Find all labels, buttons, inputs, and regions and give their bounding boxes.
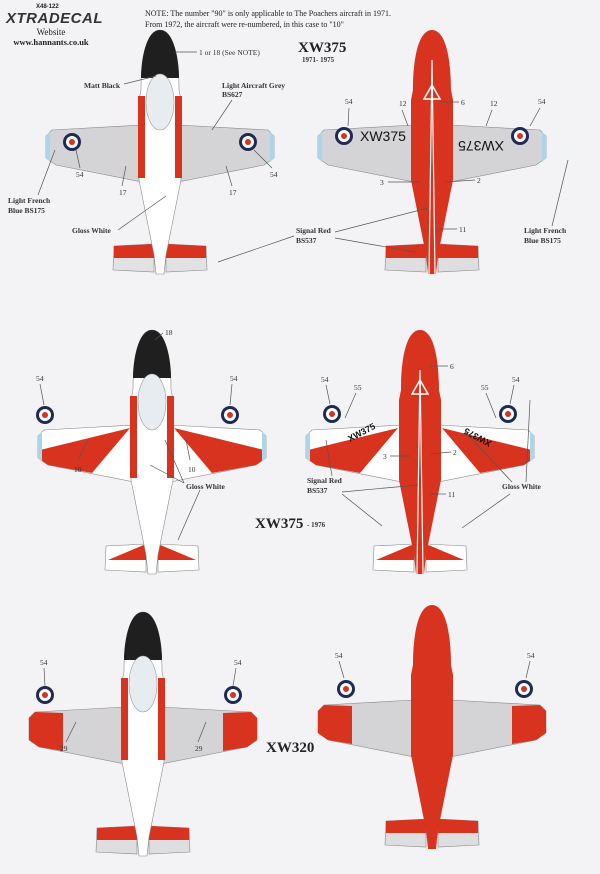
- callout-54: 54: [512, 375, 520, 384]
- roundel-icon: [36, 406, 54, 424]
- roundel-icon: [499, 405, 517, 423]
- scheme3-top-callouts: 54 54 29 29: [40, 658, 242, 753]
- brand-logo: X48-122 XTRADECAL Website www.hannants.c…: [6, 4, 103, 47]
- callout-29: 29: [60, 744, 68, 753]
- callout-white: Gloss White: [502, 482, 541, 491]
- callout-blue: Light French: [524, 226, 567, 235]
- roundel-icon: [323, 405, 341, 423]
- kit-number: X48-122: [36, 4, 59, 10]
- scheme2-bottom-callouts: 6 54 55 55 54 3 2 Signal Red BS537 11 Gl…: [307, 362, 541, 529]
- callout-red: Signal Red: [307, 476, 343, 485]
- callout-2: 2: [453, 448, 457, 457]
- roundel-icon: [224, 686, 242, 704]
- roundel-icon: [221, 406, 239, 424]
- scheme-title: XW375: [298, 40, 346, 56]
- callout-54: 54: [335, 651, 343, 660]
- callout-54: 54: [76, 170, 84, 179]
- aircraft-xw375-71-75-top: [45, 29, 275, 275]
- aircraft-xw375-1976-top: [36, 329, 267, 575]
- callout-54: 54: [230, 374, 238, 383]
- note-text: NOTE: The number "90" is only applicable…: [145, 8, 391, 30]
- callout-blue: Light French: [8, 196, 51, 205]
- callout-55: 55: [481, 383, 489, 392]
- callout-matt-black: Matt Black: [84, 81, 121, 90]
- callout-54: 54: [36, 374, 44, 383]
- roundel-icon: [239, 133, 257, 151]
- scheme-years: 1971- 1975: [302, 56, 335, 64]
- callout-6: 6: [450, 362, 454, 371]
- callout-18: 18: [165, 328, 173, 337]
- website-label: Website: [36, 27, 66, 37]
- wing-serial-left: XW375: [360, 128, 406, 144]
- callout-6: 6: [461, 98, 465, 107]
- callout-grey-bs: BS627: [222, 90, 243, 99]
- aircraft-xw375-1976-underside: XW375 XW375: [305, 330, 535, 575]
- scheme-years: - 1976: [307, 521, 326, 529]
- callout-3: 3: [380, 178, 384, 187]
- callout-3: 3: [383, 452, 387, 461]
- aircraft-xw375-71-75-underside: XW375 XW375: [317, 30, 547, 275]
- brand-name: XTRADECAL: [6, 10, 103, 27]
- note-line-2: From 1972, the aircraft were re-numbered…: [145, 20, 344, 29]
- callout-red: Signal Red: [296, 226, 332, 235]
- callout-11: 11: [448, 490, 455, 499]
- callout-54: 54: [527, 651, 535, 660]
- callout-10: 10: [188, 465, 196, 474]
- scheme1-bottom-callouts: 6 54 12 12 54 3 2 11 Signal Red BS537 Li…: [217, 97, 569, 263]
- scheme2-top-callouts: 18 54 54 10 10 Gloss White: [36, 328, 238, 541]
- callout-17: 17: [229, 188, 237, 197]
- callout-red-bs: BS537: [307, 486, 328, 495]
- roundel-icon: [36, 686, 54, 704]
- roundel-icon: [335, 127, 353, 145]
- scheme1-top-callouts: 1 or 18 (See NOTE) Matt Black Light Airc…: [8, 48, 285, 235]
- callout-grey: Light Aircraft Grey: [222, 81, 285, 90]
- callout-12: 12: [490, 99, 498, 108]
- website-url[interactable]: www.hannants.co.uk: [13, 37, 89, 47]
- callout-54: 54: [321, 375, 329, 384]
- callout-10: 10: [74, 465, 82, 474]
- callout-54: 54: [234, 658, 242, 667]
- callout-54: 54: [538, 97, 546, 106]
- callout-blue-bs: Blue BS175: [8, 206, 45, 215]
- callout-17: 17: [119, 188, 127, 197]
- callout-29: 29: [195, 744, 203, 753]
- callout-2: 2: [477, 176, 481, 185]
- callout-55: 55: [354, 383, 362, 392]
- callout-red-bs: BS537: [296, 236, 317, 245]
- aircraft-xw320-top: [28, 611, 258, 857]
- roundel-icon: [511, 127, 529, 145]
- scheme3-bottom-callouts: 54 54: [335, 651, 535, 679]
- scheme-title: XW320: [266, 740, 314, 756]
- callout-code: 1 or 18 (See NOTE): [199, 48, 260, 57]
- roundel-icon: [515, 680, 533, 698]
- callout-white: Gloss White: [72, 226, 111, 235]
- callout-blue-bs: Blue BS175: [524, 236, 561, 245]
- callout-54: 54: [40, 658, 48, 667]
- roundel-icon: [337, 680, 355, 698]
- aircraft-xw320-underside: [317, 605, 547, 849]
- callout-white: Gloss White: [186, 482, 225, 491]
- callout-54: 54: [270, 170, 278, 179]
- scheme-title: XW375: [255, 516, 303, 532]
- note-line-1: NOTE: The number "90" is only applicable…: [145, 9, 391, 18]
- callout-54: 54: [345, 97, 353, 106]
- roundel-icon: [63, 133, 81, 151]
- callout-11: 11: [459, 225, 466, 234]
- wing-serial-right: XW375: [458, 138, 504, 154]
- callout-12: 12: [399, 99, 407, 108]
